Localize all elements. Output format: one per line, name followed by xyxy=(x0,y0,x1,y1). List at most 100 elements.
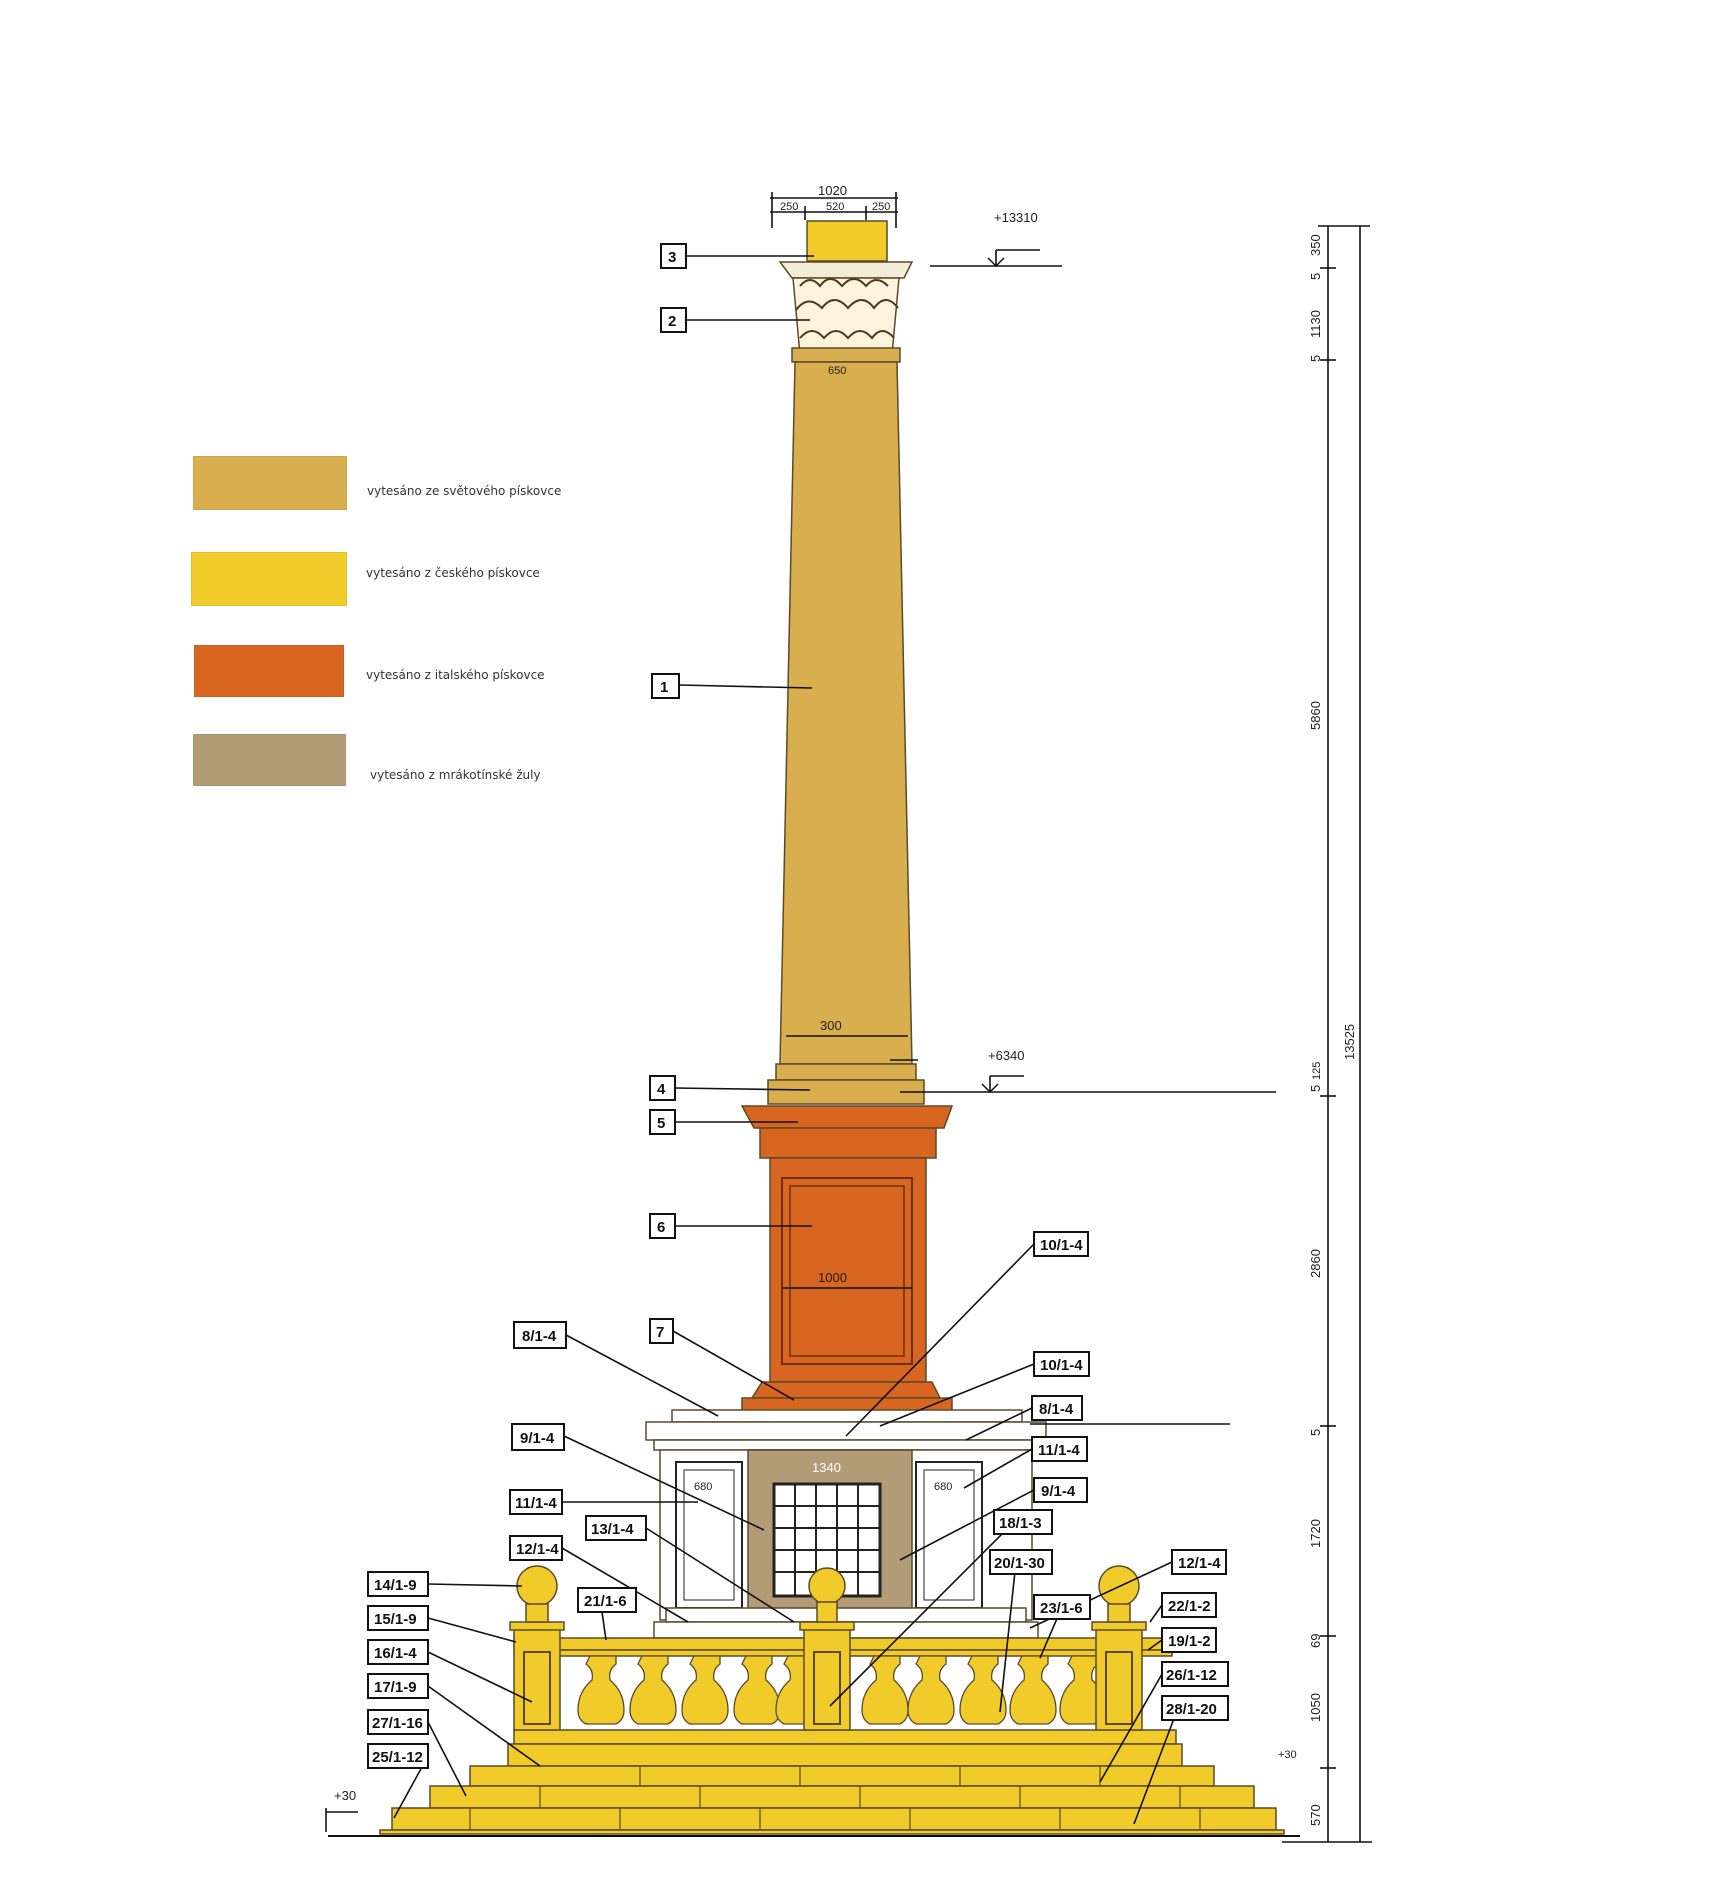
svg-text:13/1-4: 13/1-4 xyxy=(591,1521,634,1538)
svg-text:4: 4 xyxy=(657,1081,666,1098)
svg-text:9/1-4: 9/1-4 xyxy=(520,1430,555,1447)
dim-top-right: 250 xyxy=(872,201,890,213)
svg-text:23/1-6: 23/1-6 xyxy=(1040,1600,1083,1617)
tag-8-1-4-a: 8/1-4 xyxy=(513,1321,567,1349)
dim-shaft-bottom: 300 xyxy=(820,1018,842,1033)
dim-top-left: 250 xyxy=(780,201,798,213)
svg-text:21/1-6: 21/1-6 xyxy=(584,1593,627,1610)
tag-22-1-2: 22/1-2 xyxy=(1161,1592,1217,1618)
top-dimensions: 1020 250 520 250 xyxy=(770,183,898,228)
tag-4: 4 xyxy=(649,1075,676,1101)
tag-7: 7 xyxy=(649,1318,674,1344)
steps xyxy=(379,1743,1285,1835)
dim-right-6: 125 xyxy=(1311,1062,1323,1080)
dim-total: 13525 xyxy=(1342,1024,1357,1060)
dim-panel-right: 680 xyxy=(934,1481,952,1493)
tag-10-1-4-b: 10/1-4 xyxy=(1033,1351,1090,1377)
svg-text:17/1-9: 17/1-9 xyxy=(374,1679,417,1696)
dim-right-8: 5 xyxy=(1308,1429,1323,1436)
legend-swatch-italsky xyxy=(194,645,344,697)
pedestal-base xyxy=(750,1381,942,1399)
svg-text:9/1-4: 9/1-4 xyxy=(1041,1483,1076,1500)
svg-text:19/1-2: 19/1-2 xyxy=(1168,1633,1211,1650)
dim-panel-left: 680 xyxy=(694,1481,712,1493)
tag-11-1-4-a: 11/1-4 xyxy=(509,1489,563,1515)
svg-text:12/1-4: 12/1-4 xyxy=(516,1541,559,1558)
svg-text:18/1-3: 18/1-3 xyxy=(999,1515,1042,1532)
tag-6: 6 xyxy=(649,1213,676,1239)
step-joints xyxy=(469,1766,1201,1830)
level-mid: +6340 xyxy=(988,1048,1025,1063)
dim-top-mid: 520 xyxy=(826,201,844,213)
svg-text:1: 1 xyxy=(660,679,668,696)
shaft-base xyxy=(775,1063,917,1081)
dim-right-5: 5 xyxy=(1308,1085,1323,1092)
pedestal-cornice xyxy=(740,1105,954,1129)
dim-pedestal: 1000 xyxy=(818,1270,847,1285)
column: 650 300 1000 xyxy=(740,220,954,1419)
side-panel-left xyxy=(675,1461,743,1609)
legend-label-zula: vytesáno z mrákotínské žuly xyxy=(370,768,541,782)
tag-10-1-4-a: 10/1-4 xyxy=(1033,1231,1089,1257)
dim-right-11: 1050 xyxy=(1308,1693,1323,1722)
svg-text:5: 5 xyxy=(657,1115,665,1132)
level-top: +13310 xyxy=(994,210,1038,225)
svg-text:6: 6 xyxy=(657,1219,665,1236)
balusters xyxy=(577,1655,1107,1725)
dim-top-total: 1020 xyxy=(818,183,847,198)
legend-label-svetovy: vytesáno ze světového pískovce xyxy=(367,484,562,498)
callout-tags: 3 2 1 4 5 6 7 10/1-4 8/1-4 10/1-4 8/1-4 … xyxy=(367,243,1229,1769)
tag-9-1-4-b: 9/1-4 xyxy=(1033,1477,1088,1503)
svg-text:16/1-4: 16/1-4 xyxy=(374,1645,417,1662)
tag-11-1-4-b: 11/1-4 xyxy=(1031,1436,1088,1462)
level-base-step: +30 xyxy=(334,1788,356,1803)
svg-text:20/1-30: 20/1-30 xyxy=(994,1555,1045,1572)
svg-text:7: 7 xyxy=(656,1324,664,1341)
pedestal-panel xyxy=(781,1177,913,1365)
tag-25-1-12: 25/1-12 xyxy=(367,1743,429,1769)
svg-text:25/1-12: 25/1-12 xyxy=(372,1749,423,1766)
dim-shaft-top: 650 xyxy=(828,365,846,377)
svg-text:11/1-4: 11/1-4 xyxy=(1038,1442,1080,1459)
tag-2: 2 xyxy=(660,307,687,333)
balustrade xyxy=(509,1565,1177,1745)
svg-text:10/1-4: 10/1-4 xyxy=(1040,1357,1083,1374)
svg-text:8/1-4: 8/1-4 xyxy=(1039,1401,1074,1418)
svg-text:14/1-9: 14/1-9 xyxy=(374,1577,417,1594)
tag-15-1-9: 15/1-9 xyxy=(367,1605,429,1631)
legend-swatch-svetovy xyxy=(193,456,347,510)
dim-right-4: 5860 xyxy=(1308,701,1323,730)
dim-right-0: 350 xyxy=(1308,234,1323,256)
tag-20-1-30: 20/1-30 xyxy=(989,1549,1053,1575)
tag-9-1-4-a: 9/1-4 xyxy=(511,1423,565,1451)
svg-text:28/1-20: 28/1-20 xyxy=(1166,1701,1217,1718)
lower-base: 680 680 1340 xyxy=(645,1409,1047,1639)
tag-16-1-4: 16/1-4 xyxy=(367,1639,429,1665)
tag-28-1-20: 28/1-20 xyxy=(1161,1695,1229,1721)
legend-label-italsky: vytesáno z italského pískovce xyxy=(366,668,545,682)
dim-right-2: 1130 xyxy=(1308,310,1323,338)
column-shaft xyxy=(779,361,913,1065)
tag-8-1-4-b: 8/1-4 xyxy=(1031,1395,1083,1421)
svg-text:2: 2 xyxy=(668,313,676,330)
level-right-step: +30 xyxy=(1278,1749,1297,1761)
tag-1: 1 xyxy=(651,673,680,699)
tag-26-1-12: 26/1-12 xyxy=(1161,1661,1229,1687)
dim-right-7: 2860 xyxy=(1308,1249,1323,1278)
svg-text:27/1-16: 27/1-16 xyxy=(372,1715,423,1732)
tag-14-1-9: 14/1-9 xyxy=(367,1571,429,1597)
level-markers: +13310 +6340 +30 +30 xyxy=(325,210,1297,1832)
legend-label-cesky: vytesáno z českého pískovce xyxy=(366,566,540,580)
svg-text:8/1-4: 8/1-4 xyxy=(522,1328,557,1345)
svg-text:10/1-4: 10/1-4 xyxy=(1040,1237,1083,1254)
tag-18-1-3: 18/1-3 xyxy=(993,1509,1053,1535)
legend-swatch-cesky xyxy=(191,552,347,606)
balustrade-posts xyxy=(509,1565,1147,1731)
svg-text:15/1-9: 15/1-9 xyxy=(374,1611,417,1628)
dim-right-1: 5 xyxy=(1308,273,1323,280)
abacus-block xyxy=(806,220,888,262)
dim-base: 1340 xyxy=(812,1460,841,1475)
tag-13-1-4: 13/1-4 xyxy=(585,1515,647,1541)
dim-right-10: 69 xyxy=(1308,1634,1323,1648)
